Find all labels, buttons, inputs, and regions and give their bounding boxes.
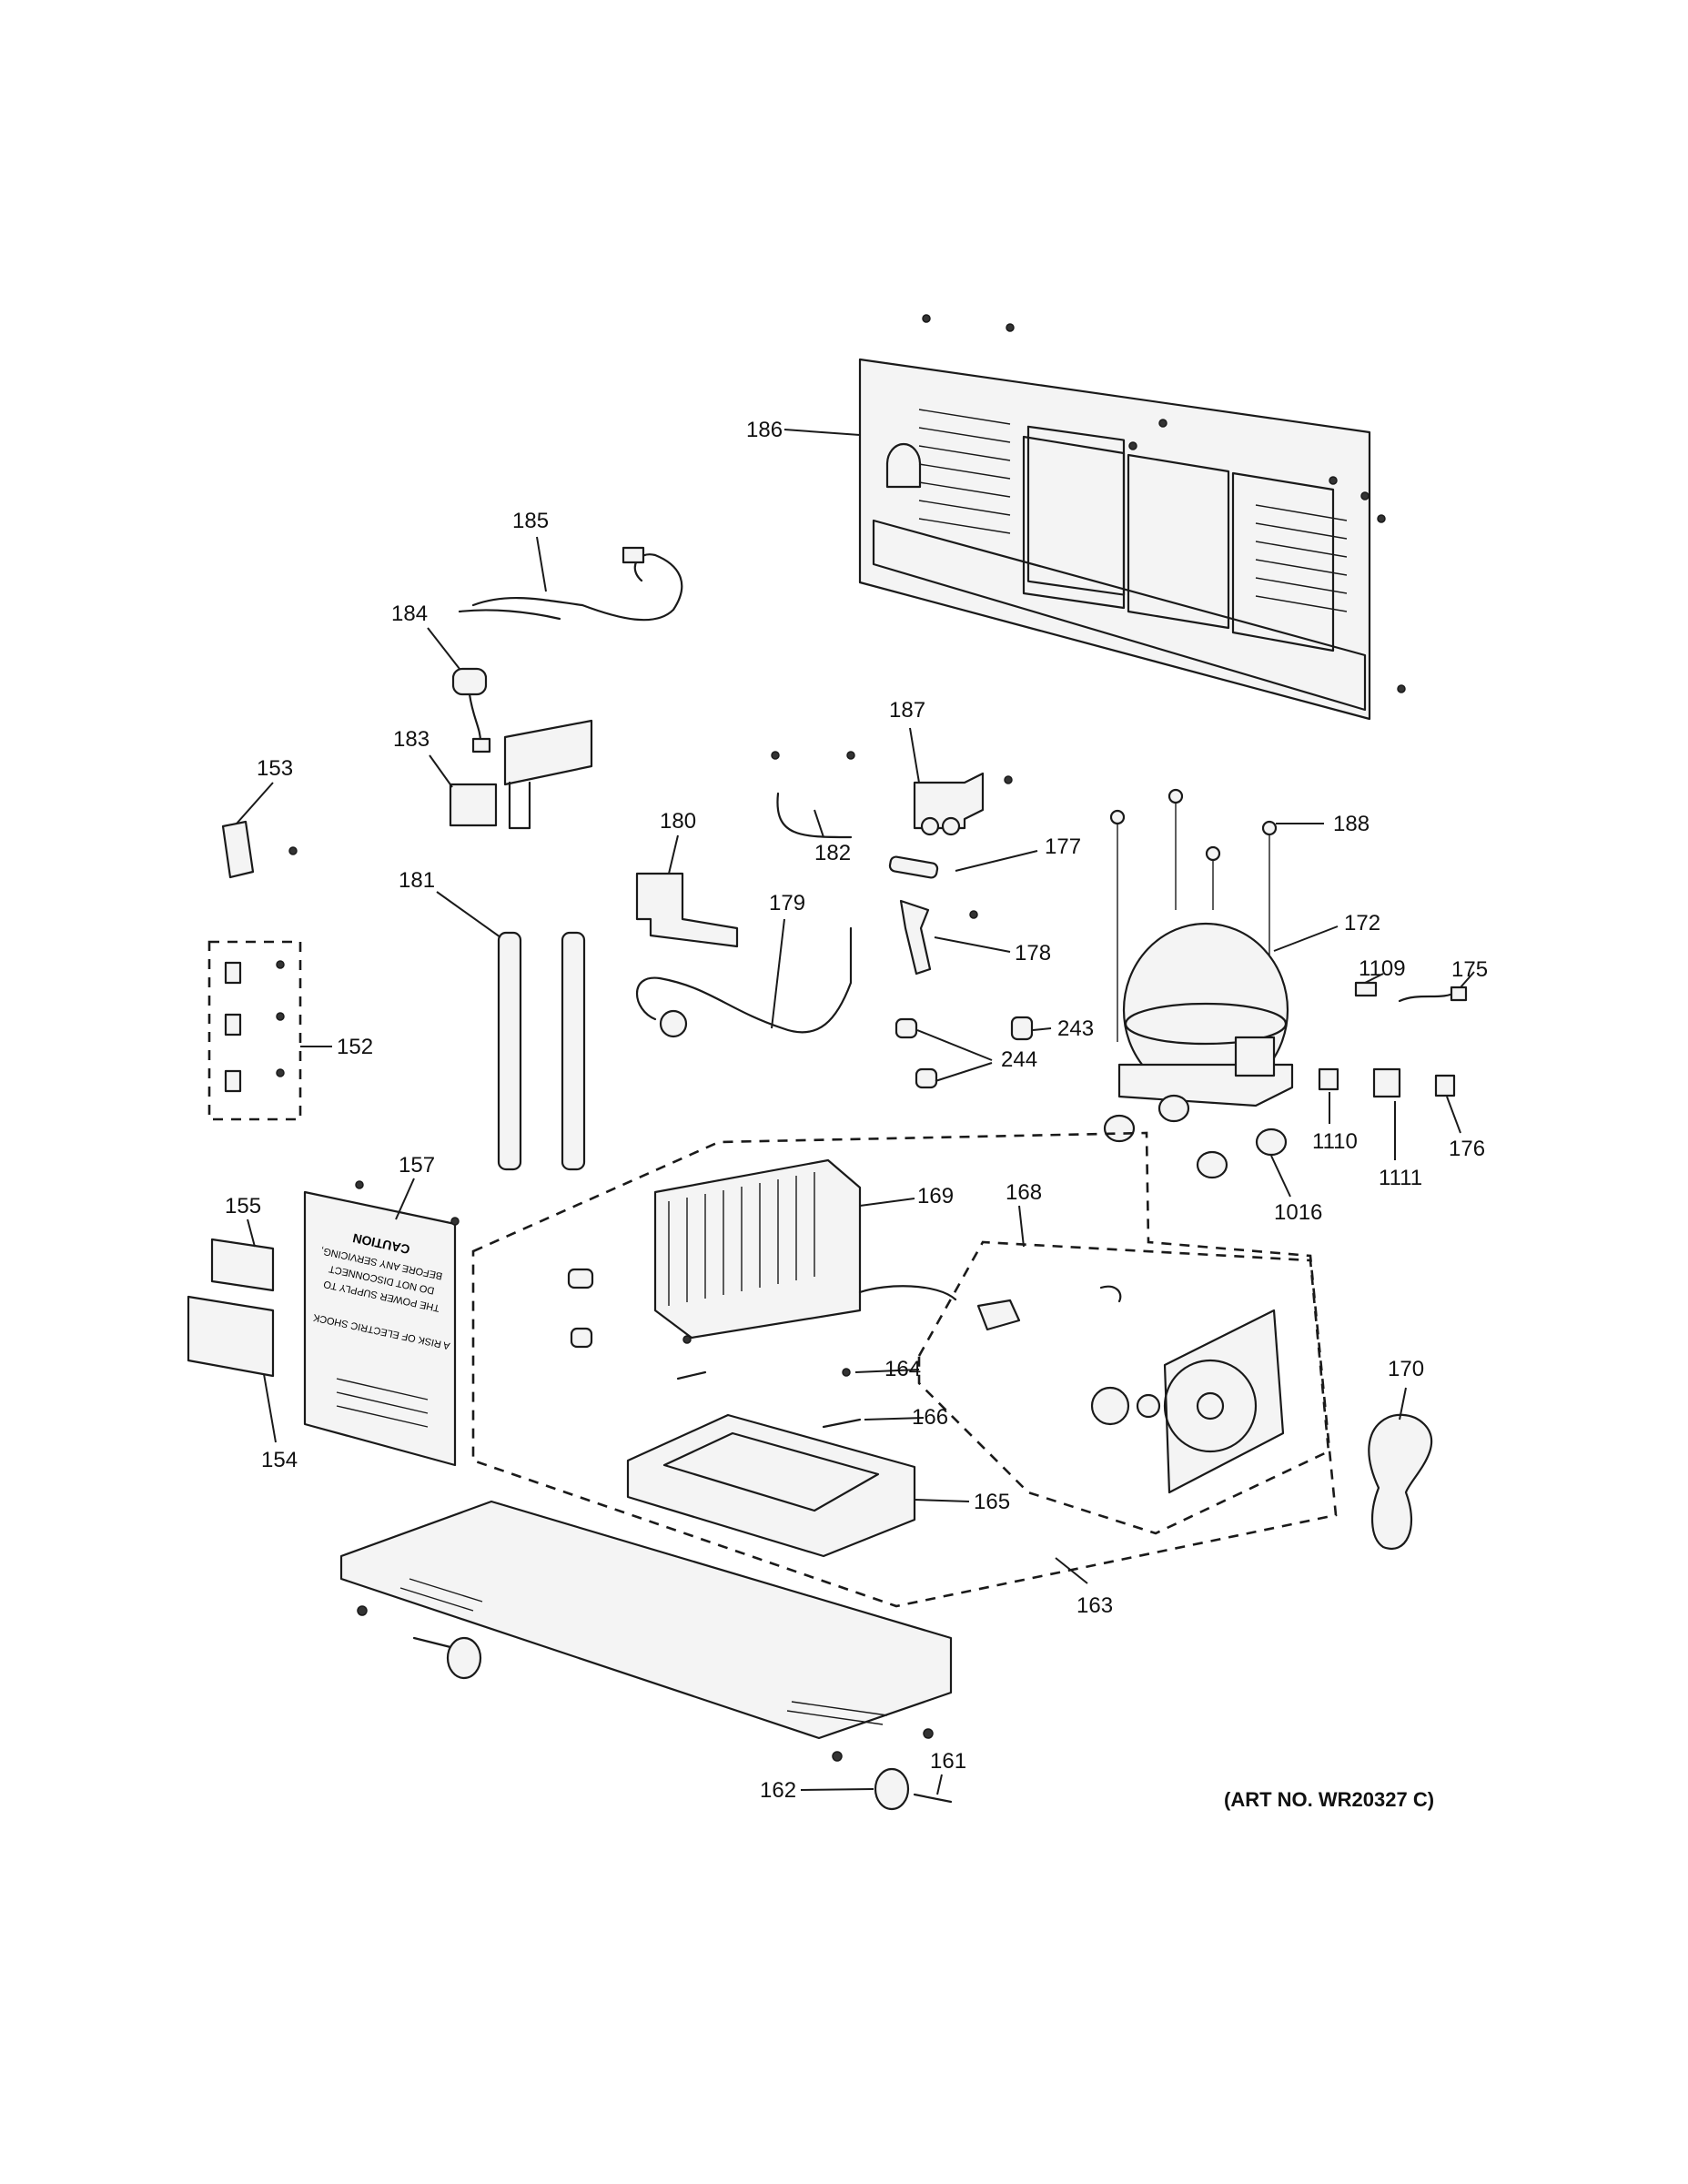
callout-153: 153: [257, 756, 293, 781]
callout-163: 163: [1076, 1593, 1113, 1618]
water-valve-187: [909, 727, 1013, 836]
callout-161: 161: [930, 1749, 966, 1774]
callout-157: 157: [399, 1153, 435, 1178]
callout-180: 180: [660, 809, 696, 834]
callout-168: 168: [1006, 1180, 1042, 1205]
condenser-fan-group-168: [917, 1205, 1330, 1535]
callout-185: 185: [512, 509, 549, 533]
power-cord-harness-185: [458, 536, 683, 622]
callout-1016: 1016: [1274, 1200, 1322, 1225]
callout-162: 162: [760, 1778, 796, 1803]
main-board-155: [187, 1218, 277, 1443]
callout-154: 154: [261, 1448, 298, 1472]
control-board-153: [221, 782, 298, 879]
compressor-172: [1117, 922, 1339, 1107]
callout-169: 169: [917, 1184, 954, 1208]
tubes-181: [436, 891, 586, 1171]
callout-152: 152: [337, 1035, 373, 1059]
relay-bracket-183: [429, 719, 593, 830]
wheel-162-axle-161: [412, 1636, 953, 1811]
evaporator-169: [653, 1158, 957, 1340]
callout-188: 188: [1333, 812, 1370, 836]
callout-1109: 1109: [1359, 956, 1406, 981]
callout-181: 181: [399, 868, 435, 893]
bracket-178: [899, 899, 1011, 976]
drain-tube-179: [636, 918, 853, 1038]
wire-jumper-182: [771, 751, 855, 839]
callout-187: 187: [889, 698, 925, 723]
art-number: (ART NO. WR20327 C): [1224, 1788, 1434, 1811]
fastener-kit-152: [207, 940, 332, 1121]
base-pan: [339, 1500, 953, 1762]
callout-175: 175: [1451, 957, 1488, 982]
capacitor-184: [427, 627, 491, 753]
callout-165: 165: [974, 1490, 1010, 1514]
fan-blade-170: [1368, 1387, 1433, 1550]
drain-pan-165: [626, 1413, 970, 1558]
callout-243: 243: [1057, 1016, 1094, 1041]
callout-177: 177: [1045, 834, 1081, 859]
callout-179: 179: [769, 891, 805, 915]
access-cover-157: CAUTION BEFORE ANY SERVICING, DO NOT DIS…: [303, 1178, 460, 1467]
sensor-180: [635, 834, 739, 948]
heater-177: [888, 850, 1038, 879]
callout-184: 184: [391, 602, 428, 626]
callout-164: 164: [884, 1357, 921, 1381]
callout-labels: 186 185 184 183 153 187 182 180 181 179 …: [225, 418, 1488, 1811]
callout-183: 183: [393, 727, 430, 752]
callout-244: 244: [1001, 1047, 1037, 1072]
sealed-system-group-163: [471, 1131, 1338, 1608]
callout-178: 178: [1015, 941, 1051, 966]
callout-182: 182: [814, 841, 851, 865]
grommets-1016: [1103, 1094, 1291, 1198]
evap-small-parts-164-166: [567, 1268, 925, 1429]
callout-1111: 1111: [1379, 1166, 1422, 1190]
spacers-244-243: [895, 1016, 1052, 1089]
callout-172: 172: [1344, 911, 1380, 935]
callout-176: 176: [1449, 1137, 1485, 1161]
callout-170: 170: [1388, 1357, 1424, 1381]
rear-panel-186: [783, 314, 1406, 721]
callout-155: 155: [225, 1194, 261, 1218]
callout-186: 186: [746, 418, 783, 442]
callout-1110: 1110: [1312, 1129, 1358, 1154]
bolts-188: [1109, 788, 1324, 1042]
callout-166: 166: [912, 1405, 948, 1430]
overload-parts-1109-1111: [1318, 971, 1475, 1160]
